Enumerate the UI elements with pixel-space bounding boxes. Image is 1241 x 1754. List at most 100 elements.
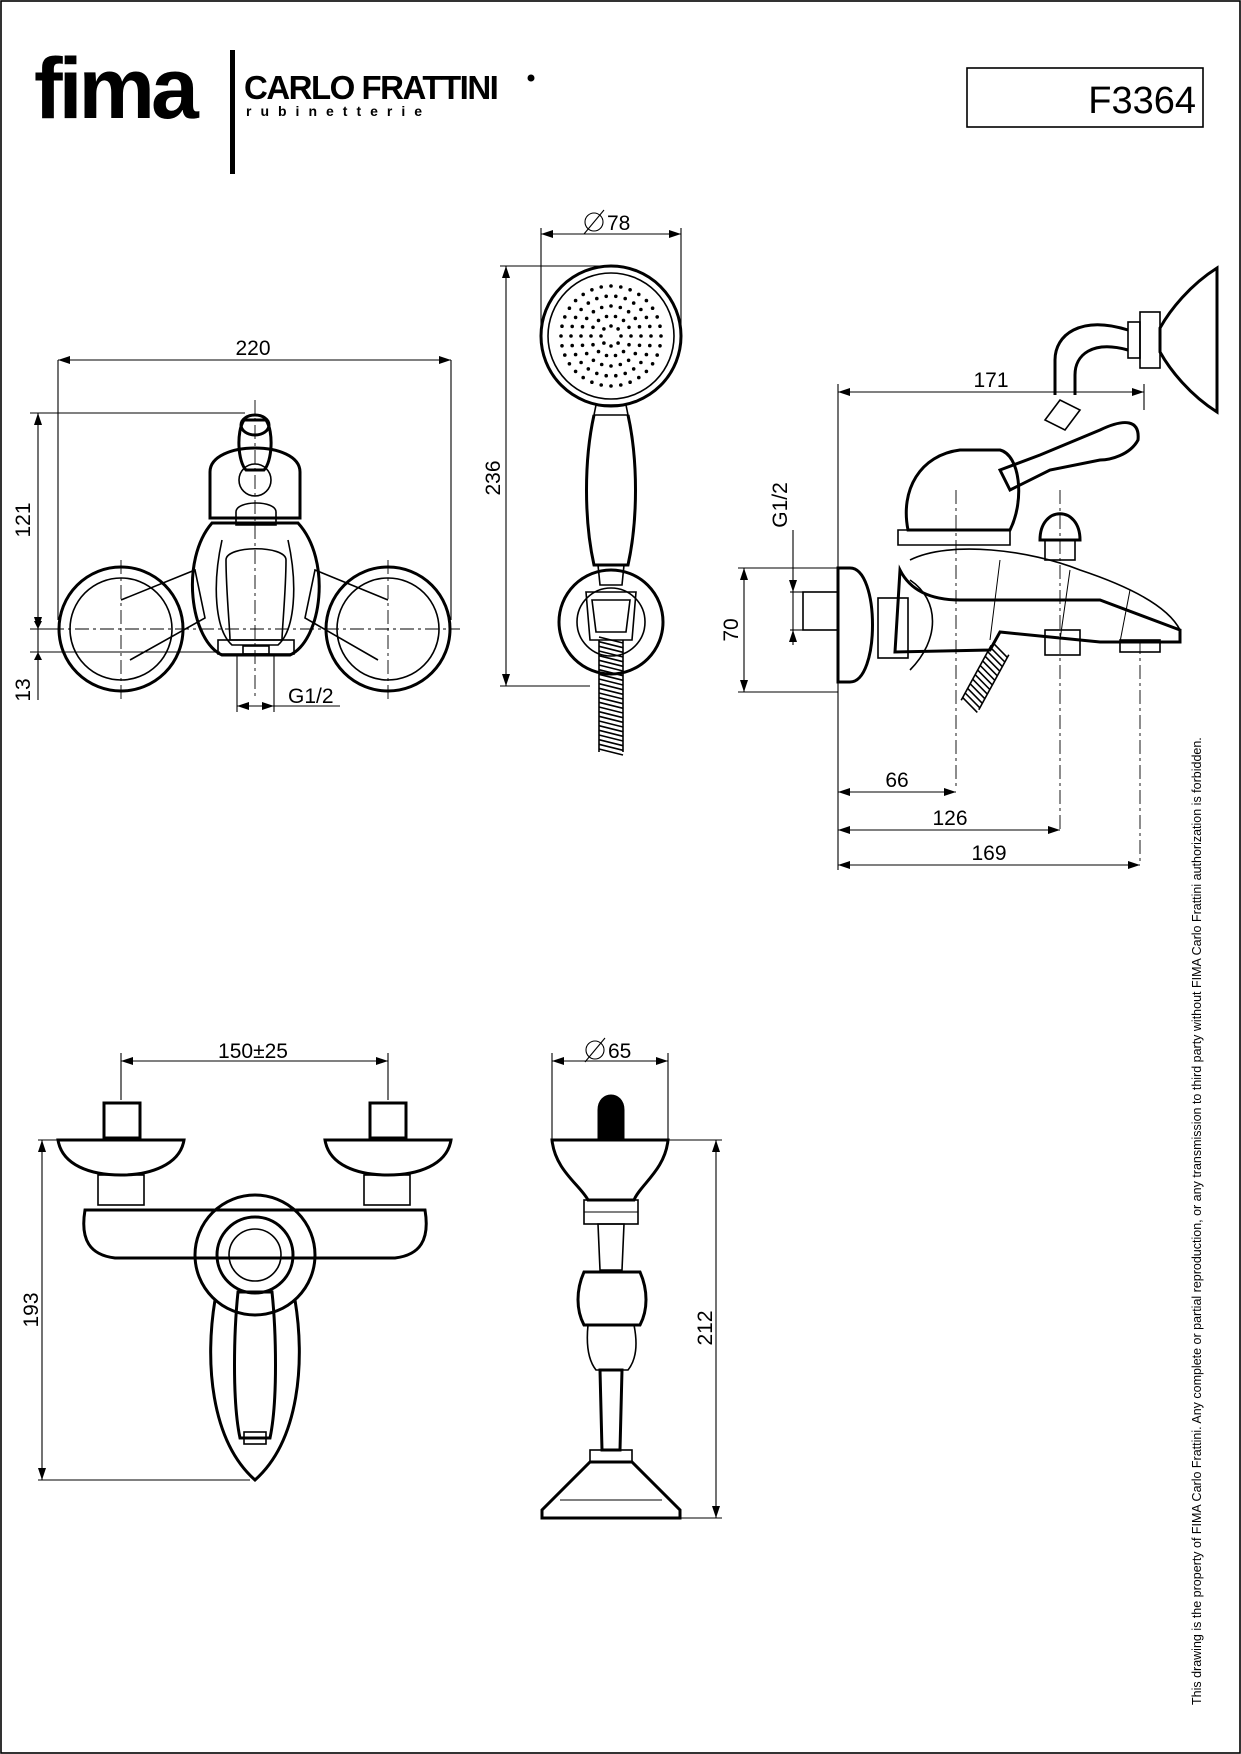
hose-coil [977, 669, 993, 686]
spray-nozzle [619, 285, 623, 289]
spray-nozzle [573, 369, 578, 374]
brand-logo: fima CARLO FRATTINI rubinetterie [34, 41, 535, 174]
hose-coil [598, 701, 624, 710]
hose-coil [598, 636, 624, 644]
spray-nozzle [644, 315, 649, 320]
spray-nozzle [618, 362, 623, 367]
spray-nozzle [591, 342, 595, 347]
spray-nozzle [614, 294, 618, 299]
hand-shower-view: 78 236 [482, 209, 683, 756]
spray-nozzle [596, 349, 601, 354]
hose-coil [969, 683, 986, 700]
hose-coil [982, 660, 998, 677]
spray-nozzle [644, 369, 649, 374]
holder-view: 65 212 [540, 1037, 722, 1520]
hose-coil [598, 734, 624, 742]
logo-rubinetterie: rubinetterie [246, 103, 431, 119]
hose [598, 636, 624, 756]
hose-coil [992, 642, 1008, 658]
hose-coil [598, 696, 624, 705]
dim-top-depth: 193 [20, 1292, 43, 1327]
spray-nozzle [599, 383, 603, 387]
spray-nozzle [580, 324, 585, 329]
hose-side [960, 642, 1010, 713]
spray-nozzle [584, 316, 589, 321]
spray-nozzles [559, 284, 663, 388]
hose-coil [598, 673, 624, 682]
spray-nozzle [623, 371, 627, 376]
product-code: F3364 [1088, 80, 1196, 122]
spray-nozzle [614, 373, 618, 378]
hose-coil [598, 706, 624, 714]
spray-nozzle [631, 301, 636, 305]
spray-nozzle [602, 327, 606, 331]
logo-carlo-frattini: CARLO FRATTINI [244, 69, 497, 106]
hose-coil [598, 724, 624, 733]
spray-nozzle [602, 341, 606, 345]
dim-hand-shower-length: 236 [482, 460, 505, 495]
hose-coil [979, 664, 996, 681]
spray-nozzle [570, 324, 574, 329]
spray-nozzle [619, 334, 623, 338]
hose-coil [598, 668, 624, 677]
dim-side-depth-top: 171 [973, 369, 1008, 392]
spray-nozzle [563, 353, 567, 357]
spray-nozzle [589, 334, 593, 338]
hose-coil [598, 687, 624, 696]
spray-nozzle [650, 362, 655, 366]
spray-nozzle [580, 343, 585, 348]
hose-coil [598, 654, 624, 663]
dim-side-depth-b: 126 [932, 807, 967, 830]
spray-nozzle [649, 334, 653, 338]
logo-registered-mark [527, 74, 535, 82]
logo-divider [230, 50, 235, 174]
hose-coil [598, 682, 624, 691]
spray-nozzle [626, 358, 631, 363]
dim-side-height: 70 [720, 618, 743, 641]
hose-coil [964, 692, 981, 709]
spray-nozzle [573, 352, 578, 357]
spray-nozzle [567, 362, 572, 366]
spray-nozzle [637, 292, 641, 297]
spray-nozzle [609, 284, 613, 288]
spray-nozzle [644, 298, 649, 303]
hose-coil [598, 729, 624, 738]
dim-side-thread: G1/2 [769, 482, 792, 528]
hose-coil [598, 743, 624, 752]
spray-nozzle [599, 305, 604, 310]
spray-nozzle [637, 324, 642, 329]
hose-edge [960, 644, 992, 701]
spray-nozzle [621, 349, 626, 354]
spray-nozzle [567, 306, 572, 311]
hose-coil [598, 748, 624, 756]
spray-nozzle [639, 334, 643, 338]
spray-nozzle [613, 353, 618, 358]
top-view: 150±25 193 [20, 1040, 453, 1483]
spray-nozzle [599, 285, 603, 289]
spray-nozzle [627, 342, 631, 347]
hose-coil [989, 646, 1006, 663]
dim-hand-shower-diameter: 78 [607, 212, 630, 235]
spray-nozzle [591, 325, 595, 330]
spray-nozzle [628, 288, 632, 292]
logo-fima: fima [34, 41, 200, 137]
spray-nozzle [595, 371, 599, 376]
spray-nozzle [595, 296, 599, 301]
spray-nozzle [644, 352, 649, 357]
spray-nozzle [633, 351, 638, 356]
hose-coil [598, 715, 624, 724]
spray-nozzle [609, 344, 613, 348]
spray-nozzle [579, 360, 583, 365]
spray-nozzle [609, 324, 613, 328]
spray-nozzle [604, 294, 608, 299]
hose-coil [987, 651, 1003, 668]
spray-nozzle [655, 315, 659, 319]
spray-nozzle [609, 364, 613, 368]
spray-nozzle [569, 334, 573, 338]
hose-edge [978, 654, 1010, 711]
spray-nozzle [633, 316, 638, 321]
spray-nozzle [637, 343, 642, 348]
hose-coil [598, 664, 624, 672]
